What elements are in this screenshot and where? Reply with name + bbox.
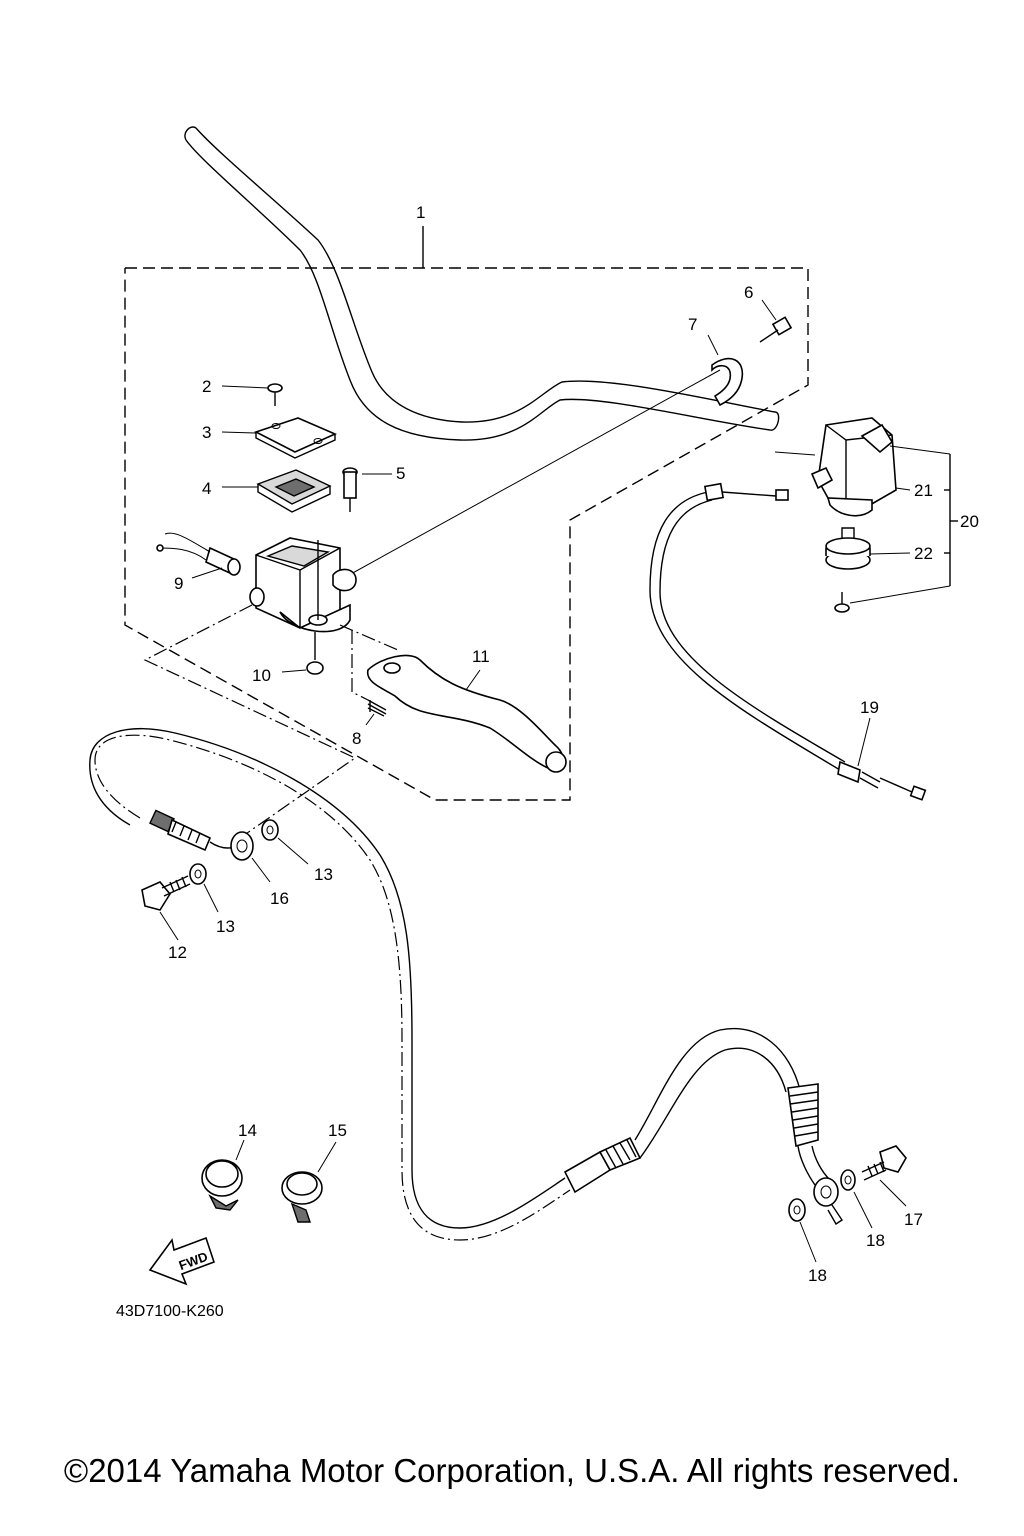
callout-18-lower: 18 (808, 1266, 827, 1285)
clamp-part-15 (281, 1141, 337, 1223)
callout-10: 10 (252, 666, 271, 685)
callout-21: 21 (914, 481, 933, 500)
gasket-part-18-upper (840, 1169, 873, 1229)
gasket-part-13-lower (189, 863, 219, 913)
lever-part-11 (339, 624, 567, 773)
callout-4: 4 (202, 479, 211, 498)
spring-part-8 (351, 630, 387, 726)
fwd-arrow-icon: FWD (148, 1236, 216, 1286)
callout-8: 8 (352, 729, 361, 748)
callout-12: 12 (168, 943, 187, 962)
cover-part-22 (825, 527, 911, 570)
callout-7: 7 (688, 315, 697, 334)
callout-3: 3 (202, 423, 211, 442)
banjo-leader-line (143, 604, 357, 839)
callout-17: 17 (904, 1210, 923, 1229)
brake-hose (89, 727, 843, 1241)
callout-20: 20 (960, 512, 979, 531)
callout-2: 2 (202, 377, 211, 396)
bolt-part-5 (342, 467, 392, 512)
callout-15: 15 (328, 1121, 347, 1140)
master-cylinder-assembly-boundary (124, 226, 809, 801)
reservoir-cover-part-3 (221, 417, 337, 459)
handlebar-switch-part-21 (810, 417, 951, 517)
diagram-code: 43D7100-K260 (116, 1303, 224, 1320)
gasket-part-18-lower (788, 1198, 817, 1263)
gasket-part-13-upper (261, 819, 309, 865)
brake-switch-part-9 (156, 532, 265, 607)
callout-11: 11 (472, 647, 490, 666)
bolt-part-6 (759, 299, 793, 343)
cable-part-19 (649, 482, 927, 801)
nut-part-10 (281, 632, 324, 675)
callout-1: 1 (416, 203, 425, 222)
master-cylinder-body (255, 537, 357, 633)
callout-22: 22 (914, 544, 933, 563)
handlebar (184, 126, 816, 456)
holder-part-7 (339, 334, 744, 581)
callout-18-upper: 18 (866, 1231, 885, 1250)
screw-part-20 (834, 585, 951, 613)
union-bolt-part-17 (861, 1145, 907, 1207)
bracket-part-20 (944, 454, 958, 586)
copyright-notice: ©2014 Yamaha Motor Corporation, U.S.A. A… (63, 1452, 961, 1489)
callout-13-lower: 13 (216, 917, 235, 936)
callout-13-upper: 13 (314, 865, 333, 884)
diaphragm-part-4 (222, 469, 332, 513)
callout-16: 16 (270, 889, 289, 908)
callout-14: 14 (238, 1121, 257, 1140)
callout-5: 5 (396, 464, 405, 483)
callout-9: 9 (174, 574, 183, 593)
callout-6: 6 (744, 283, 753, 302)
union-bolt-part-12 (141, 875, 191, 941)
screw-part-2 (221, 383, 283, 406)
callout-labels: 1 2 3 4 5 6 7 8 9 10 11 12 13 13 14 15 1… (168, 203, 979, 1285)
clamp-part-14 (201, 1139, 245, 1211)
callout-19: 19 (860, 698, 879, 717)
union-bolt-fitting-part-16 (230, 831, 271, 883)
